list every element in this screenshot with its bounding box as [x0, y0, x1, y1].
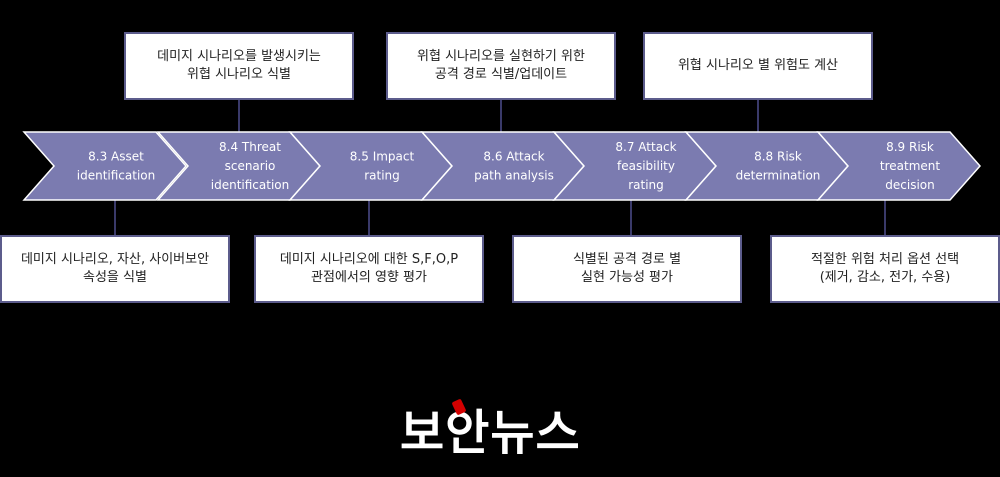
top-note-risk-calc: 위협 시나리오 별 위험도 계산: [643, 32, 873, 100]
bottom-note-treatment: 적절한 위험 처리 옵션 선택 (제거, 감소, 전가, 수용): [770, 235, 1000, 303]
chevron-label-8.9: decision: [885, 178, 934, 192]
chevron-label-8.4: scenario: [225, 159, 276, 173]
bottom-note-feasibility-text: 식별된 공격 경로 별 실현 가능성 평가: [572, 252, 682, 285]
chevron-label-8.8: determination: [736, 169, 821, 183]
top-note-threat-scenario-text: 데미지 시나리오를 발생시키는 위협 시나리오 식별: [157, 49, 321, 82]
bottom-note-feasibility: 식별된 공격 경로 별 실현 가능성 평가: [512, 235, 742, 303]
bottom-note-asset-text: 데미지 시나리오, 자산, 사이버보안 속성을 식별: [20, 252, 210, 285]
chevron-label-8.7: 8.7 Attack: [615, 140, 676, 154]
top-note-threat-scenario: 데미지 시나리오를 발생시키는 위협 시나리오 식별: [124, 32, 354, 100]
chevron-label-8.9: treatment: [880, 159, 940, 173]
top-note-attack-path: 위협 시나리오를 실현하기 위한 공격 경로 식별/업데이트: [386, 32, 616, 100]
connector-lines: [114, 100, 886, 235]
chevron-label-8.4: 8.4 Threat: [219, 140, 281, 154]
chevron-label-8.7: feasibility: [617, 159, 675, 173]
chevron-label-8.3: identification: [77, 169, 155, 183]
chevron-8.9: [816, 131, 982, 201]
chevron-label-8.6: path analysis: [474, 169, 554, 183]
bottom-note-asset: 데미지 시나리오, 자산, 사이버보안 속성을 식별: [0, 235, 230, 303]
chevron-steps: 8.3 Asset identification 8.4 Threat scenari…: [22, 131, 982, 201]
bottom-note-impact-text: 데미지 시나리오에 대한 S,F,O,P 관점에서의 영향 평가: [279, 252, 459, 285]
logo-text: 보안뉴스: [400, 405, 581, 461]
chevron-label-8.9: 8.9 Risk: [886, 140, 934, 154]
chevron-8.3: [22, 131, 188, 201]
chevron-label-8.4: identification: [211, 178, 289, 192]
chevron-label-8.5: 8.5 Impact: [350, 150, 415, 164]
logo: 보안뉴스: [400, 398, 602, 466]
chevron-label-8.7: rating: [628, 178, 664, 192]
top-note-risk-calc-text: 위협 시나리오 별 위험도 계산: [677, 58, 839, 73]
chevron-label-8.3: 8.3 Asset: [88, 150, 144, 164]
chevron-label-8.6: 8.6 Attack: [483, 150, 544, 164]
chevron-label-8.8: 8.8 Risk: [754, 150, 802, 164]
bottom-note-impact: 데미지 시나리오에 대한 S,F,O,P 관점에서의 영향 평가: [254, 235, 484, 303]
bottom-note-treatment-text: 적절한 위험 처리 옵션 선택 (제거, 감소, 전가, 수용): [810, 252, 960, 285]
top-note-attack-path-text: 위협 시나리오를 실현하기 위한 공격 경로 식별/업데이트: [417, 49, 585, 82]
chevron-label-8.5: rating: [364, 169, 400, 183]
